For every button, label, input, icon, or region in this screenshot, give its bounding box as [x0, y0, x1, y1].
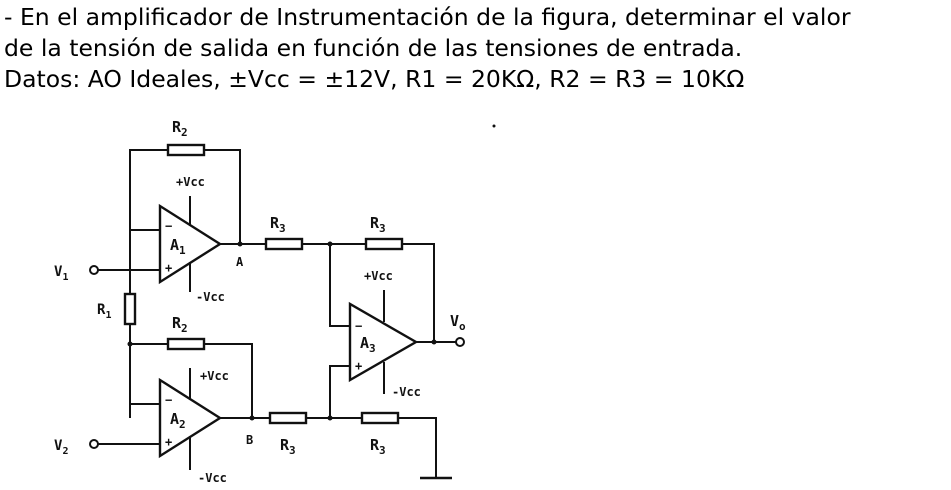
r2-top-resistor	[166, 143, 206, 157]
r1-gain-resistor: R1	[97, 230, 137, 418]
node-b-label: B	[246, 433, 253, 447]
opamp-a1: − + A1 +Vcc -Vcc	[158, 175, 225, 304]
r3-feedback: R3	[364, 214, 435, 342]
opamp-a3-triangle	[348, 301, 419, 383]
problem-line-2: de la tensión de salida en función de la…	[4, 34, 743, 62]
v2-terminal	[89, 439, 99, 449]
a1-vcc-neg-label: -Vcc	[196, 290, 225, 304]
r2-mid-label: R2	[172, 314, 188, 335]
instrumentation-amplifier-circuit: R2 − + A1 +Vcc -Vcc V1 R1 R2 − + A2	[54, 118, 496, 485]
r2-mid-feedback: R2	[130, 314, 253, 418]
a3-vcc-neg-label: -Vcc	[392, 385, 421, 399]
r2-mid-resistor	[166, 337, 206, 351]
vo-label: Vo	[450, 312, 466, 333]
r2-top-label: R2	[172, 118, 188, 139]
opamp-a1-minus: −	[165, 219, 172, 233]
v2-label: V2	[54, 438, 68, 457]
vo-output: Vo	[416, 312, 466, 347]
r1-label: R1	[97, 302, 111, 321]
node-a-label: A	[236, 255, 244, 269]
v1-label: V1	[54, 264, 68, 283]
v1-terminal	[89, 265, 99, 275]
a1-vcc-pos-label: +Vcc	[176, 175, 205, 189]
problem-line-1: - En el amplificador de Instrumentación …	[4, 3, 851, 31]
v1-input: V1	[54, 264, 160, 283]
opamp-a2-minus: −	[165, 393, 172, 407]
problem-line-3: Datos: AO Ideales, ±Vcc = ±12V, R1 = 20K…	[4, 65, 745, 93]
opamp-a2: − + A2 +Vcc -Vcc	[158, 368, 229, 485]
r1-resistor	[123, 292, 137, 326]
opamp-a3: − + A3 +Vcc -Vcc	[348, 269, 421, 399]
opamp-a1-label: A1	[170, 236, 186, 257]
a2-vcc-neg-label: -Vcc	[198, 471, 227, 485]
r3-fb-label: R3	[370, 214, 386, 235]
node-a-branch: A R3	[220, 214, 366, 327]
opamp-a3-minus: −	[355, 319, 362, 333]
r3-gnd-resistor	[360, 411, 400, 425]
r3-b-label: R3	[280, 436, 296, 457]
problem-statement: - En el amplificador de Instrumentación …	[4, 2, 944, 95]
opamp-a1-plus: +	[165, 261, 172, 275]
opamp-a2-label: A2	[170, 410, 186, 431]
opamp-a3-label: A3	[360, 334, 376, 355]
node-b-branch: B R3 R3	[220, 365, 452, 480]
r3-a-resistor	[264, 237, 304, 251]
stray-dot	[492, 124, 496, 128]
a3-vcc-pos-label: +Vcc	[364, 269, 393, 283]
v2-input: V2	[54, 438, 160, 457]
vo-terminal	[455, 337, 465, 347]
r3-a-label: R3	[270, 214, 286, 235]
r3-gnd-label: R3	[370, 436, 386, 457]
r3-b-resistor	[268, 411, 308, 425]
r3-fb-resistor	[364, 237, 404, 251]
a2-vcc-pos-label: +Vcc	[200, 369, 229, 383]
opamp-a2-plus: +	[165, 435, 172, 449]
opamp-a3-plus: +	[355, 359, 362, 373]
